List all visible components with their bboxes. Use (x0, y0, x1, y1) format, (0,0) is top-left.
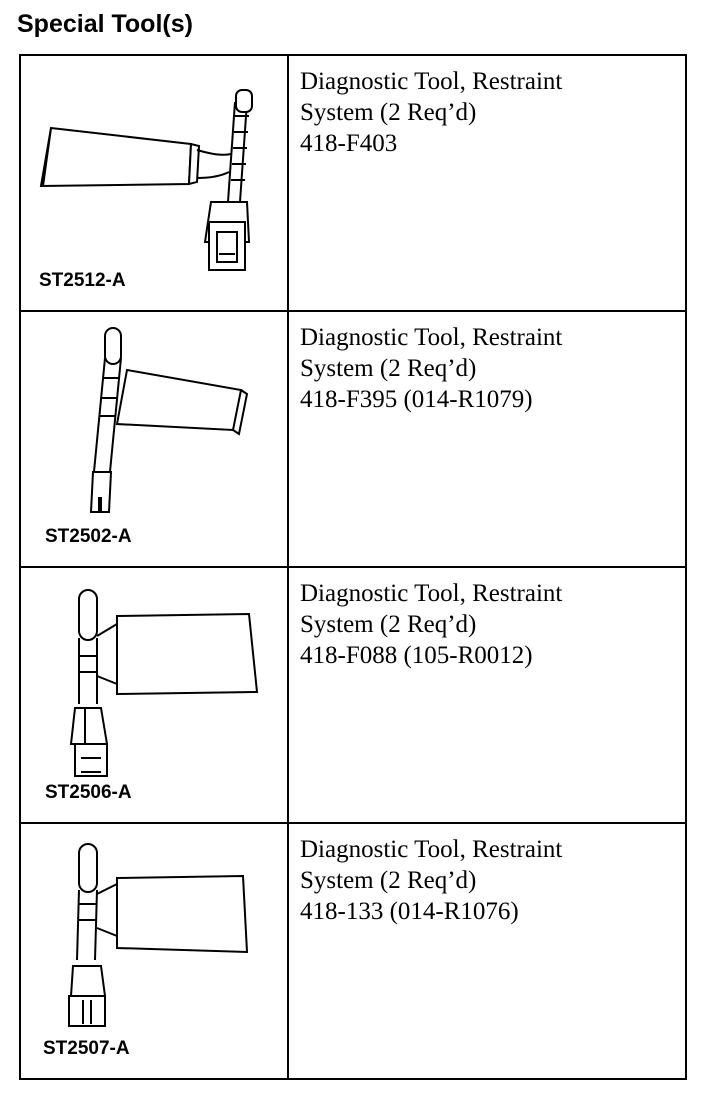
description-line: 418-133 (014-R1076) (300, 898, 519, 925)
diagnostic-tool-illustration (39, 89, 253, 271)
diagnostic-tool-illustration (89, 327, 249, 513)
tool-description: Diagnostic Tool, Restraint System (2 Req… (287, 566, 687, 824)
tool-image-cell: ST2502-A (19, 310, 289, 568)
tool-description: Diagnostic Tool, Restraint System (2 Req… (287, 310, 687, 568)
diagnostic-tool-illustration (68, 843, 249, 1027)
page-title: Special Tool(s) (17, 10, 193, 38)
tool-code: ST2507-A (43, 1038, 130, 1059)
description-line: System (2 Req’d) (300, 99, 477, 126)
table-row: ST2512-A Diagnostic Tool, Restraint Syst… (19, 54, 687, 312)
description-line: System (2 Req’d) (300, 611, 477, 638)
special-tools-table: ST2512-A Diagnostic Tool, Restraint Syst… (19, 54, 687, 1080)
description-line: 418-F403 (300, 130, 398, 157)
description-line: Diagnostic Tool, Restraint (300, 836, 563, 863)
tool-description: Diagnostic Tool, Restraint System (2 Req… (287, 54, 687, 312)
tool-code: ST2512-A (39, 270, 126, 291)
description-line: System (2 Req’d) (300, 867, 477, 894)
description-line: Diagnostic Tool, Restraint (300, 68, 563, 95)
table-row: ST2506-A Diagnostic Tool, Restraint Syst… (19, 566, 687, 824)
diagnostic-tool-illustration (69, 589, 259, 777)
description-line: Diagnostic Tool, Restraint (300, 580, 563, 607)
tool-image-cell: ST2512-A (19, 54, 289, 312)
tool-code: ST2506-A (45, 782, 132, 803)
tool-image-cell: ST2507-A (19, 822, 289, 1080)
table-row: ST2507-A Diagnostic Tool, Restraint Syst… (19, 822, 687, 1080)
description-line: Diagnostic Tool, Restraint (300, 324, 563, 351)
description-line: 418-F088 (105-R0012) (300, 642, 533, 669)
tool-description: Diagnostic Tool, Restraint System (2 Req… (287, 822, 687, 1080)
description-line: 418-F395 (014-R1079) (300, 386, 533, 413)
tool-code: ST2502-A (45, 526, 132, 547)
table-row: ST2502-A Diagnostic Tool, Restraint Syst… (19, 310, 687, 568)
tool-image-cell: ST2506-A (19, 566, 289, 824)
description-line: System (2 Req’d) (300, 355, 477, 382)
